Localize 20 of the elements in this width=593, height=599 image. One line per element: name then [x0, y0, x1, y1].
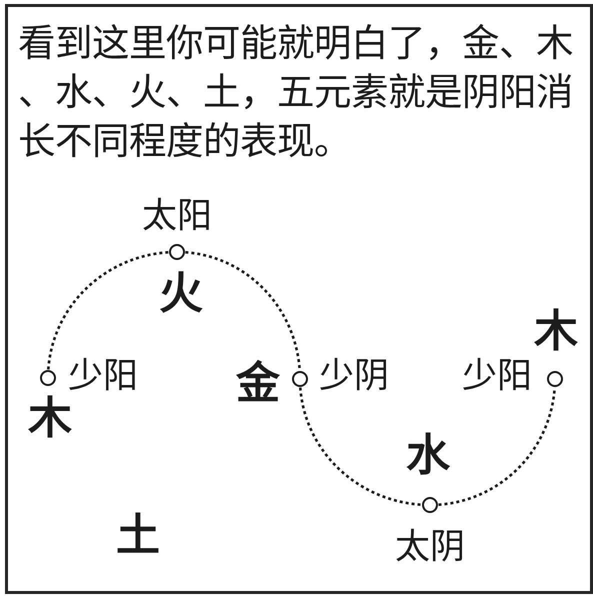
- element-label: 木: [534, 310, 578, 354]
- element-label: 水: [406, 434, 450, 478]
- dotted-curve: [299, 386, 422, 506]
- circle-marker: [39, 369, 57, 387]
- phase-label: 少阳: [462, 360, 532, 394]
- heading-text: 看到这里你可能就明白了，金、木、水、火、土，五元素就是阴阳消长不同程度的表现。: [18, 20, 574, 165]
- element-label: 金: [236, 362, 280, 406]
- circle-marker: [291, 370, 309, 388]
- phase-label: 少阳: [68, 360, 138, 394]
- phase-label: 少阴: [319, 360, 389, 394]
- dotted-curve: [184, 251, 302, 371]
- circle-marker: [546, 370, 564, 388]
- element-label: 土: [116, 514, 160, 558]
- element-label: 火: [159, 272, 203, 316]
- phase-label: 太阴: [395, 530, 465, 566]
- circle-marker: [421, 496, 439, 514]
- circle-marker: [168, 243, 186, 261]
- dotted-curve: [47, 250, 170, 370]
- element-label: 木: [28, 397, 72, 441]
- phase-label: 太阳: [142, 200, 212, 234]
